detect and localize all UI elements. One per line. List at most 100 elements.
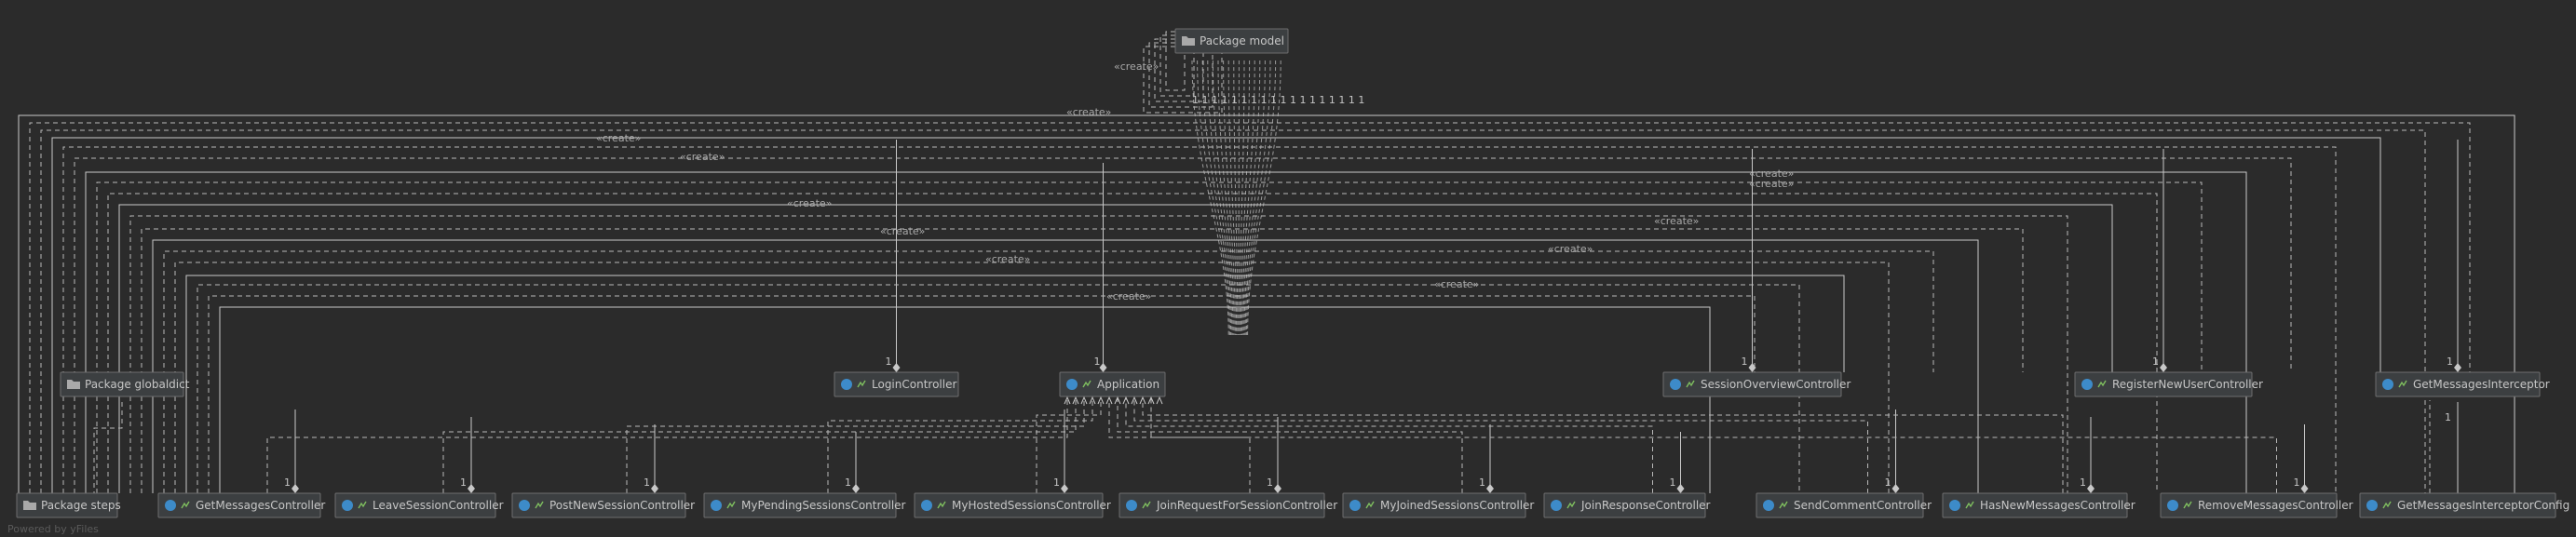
node-box: [1543, 492, 1706, 518]
spring-leaf-icon: [2398, 380, 2407, 388]
class-node-postnewsessioncontroller[interactable]: PostNewSessionController: [511, 492, 695, 518]
node-label: GetMessagesInterceptorConfig: [2397, 499, 2569, 512]
node-box: [2160, 492, 2338, 518]
node-box: [334, 492, 496, 518]
model-dependency-line: [1223, 60, 1236, 336]
create-stereotype-label: «create»: [596, 132, 641, 144]
composition-diamond-icon: [1676, 484, 1685, 493]
class-c-icon: [1949, 500, 1960, 511]
class-node-myjoinedsessionscontroller[interactable]: MyJoinedSessionsController: [1342, 492, 1534, 518]
arrowhead-icon: [1105, 396, 1113, 405]
class-node-getmessagescontroller[interactable]: GetMessagesController: [157, 492, 325, 518]
spring-leaf-icon: [358, 501, 367, 509]
multiplicity-label: 1: [2152, 356, 2159, 368]
model-dependency-line: [1242, 60, 1261, 336]
application-dependency-line: [1036, 396, 1102, 493]
spring-leaf-icon: [535, 501, 544, 509]
class-node-getmessagesinterceptor[interactable]: GetMessagesInterceptor: [2375, 371, 2550, 397]
create-stereotype-label: «create»: [1066, 106, 1111, 118]
spring-leaf-icon: [1566, 501, 1576, 509]
class-node-removemessagescontroller[interactable]: RemoveMessagesController: [2160, 492, 2353, 518]
spring-leaf-icon: [1082, 380, 1091, 388]
multiplicity-label: 1: [1885, 477, 1891, 489]
dependency-line: [118, 204, 2113, 493]
node-label: SessionOverviewController: [1701, 378, 1851, 391]
arrowhead-icon: [1156, 396, 1163, 405]
node-box: [2359, 492, 2556, 518]
dependency-line: [74, 157, 2292, 493]
composition-diamond-icon: [2300, 484, 2309, 493]
class-c-icon: [165, 500, 176, 511]
model-dependency-line: [1239, 60, 1245, 336]
class-c-icon: [1763, 500, 1774, 511]
class-node-myhostedsessionscontroller[interactable]: MyHostedSessionsController: [914, 492, 1111, 518]
node-label: Package steps: [41, 499, 121, 512]
composition-diamond-icon: [1099, 363, 1107, 372]
composition-diamond-icon: [651, 484, 658, 493]
class-node-sendcommentcontroller[interactable]: SendCommentController: [1756, 492, 1932, 518]
package-node-pkg-steps[interactable]: Package steps: [16, 492, 121, 518]
package-node-pkg-model[interactable]: Package model: [1174, 28, 1289, 54]
arrowhead-icon: [1147, 396, 1155, 405]
node-box: [1119, 492, 1325, 518]
create-stereotype-label: «create»: [1749, 178, 1794, 190]
dependency-line: [208, 295, 1756, 493]
application-dependency-line: [266, 396, 1068, 493]
class-node-hasnewmessagescontroller[interactable]: HasNewMessagesController: [1942, 492, 2135, 518]
class-c-icon: [2382, 379, 2393, 390]
multiplicity-label: 1: [2294, 477, 2300, 489]
node-label: MyPendingSessionsController: [741, 499, 906, 512]
create-stereotype-label: «create»: [1749, 168, 1794, 180]
dependency-line: [174, 262, 1890, 493]
node-label: JoinRequestForSessionController: [1156, 499, 1337, 512]
node-label: LoginController: [872, 378, 956, 391]
folder-icon: [67, 380, 80, 389]
composition-diamond-icon: [2160, 363, 2167, 372]
multiplicity-label: 1: [644, 477, 650, 489]
spring-leaf-icon: [2382, 501, 2392, 509]
class-node-joinresponsecontroller[interactable]: JoinResponseController: [1543, 492, 1711, 518]
composition-diamond-icon: [2087, 484, 2095, 493]
class-node-getmessagesinterceptorconfig[interactable]: GetMessagesInterceptorConfig: [2359, 492, 2569, 518]
dependency-line: [40, 129, 2426, 493]
class-node-mypendingsessionscontroller[interactable]: MyPendingSessionsController: [703, 492, 906, 518]
multiplicity-label: 1: [460, 477, 467, 489]
class-node-application[interactable]: Application: [1059, 371, 1166, 397]
spring-leaf-icon: [1965, 501, 1974, 509]
node-label: PostNewSessionController: [549, 499, 695, 512]
node-label: Package model: [1200, 34, 1284, 47]
class-c-icon: [342, 500, 353, 511]
node-label: HasNewMessagesController: [1980, 499, 2135, 512]
create-stereotype-label: «create»: [1106, 290, 1151, 302]
dependency-line: [197, 284, 1800, 493]
class-node-sessionoverviewcontroller[interactable]: SessionOverviewController: [1662, 371, 1851, 397]
application-dependency-line: [1117, 396, 1463, 493]
node-label: RemoveMessagesController: [2198, 499, 2353, 512]
class-node-leavesessioncontroller[interactable]: LeaveSessionController: [334, 492, 504, 518]
composition-diamond-icon: [1061, 484, 1068, 493]
arrowhead-icon: [1131, 396, 1138, 405]
globaldict-dependency: [93, 402, 123, 493]
edges-layer: [18, 31, 2515, 493]
package-node-pkg-globaldict[interactable]: Package globaldict: [60, 371, 190, 397]
model-dependency-line: [1233, 60, 1239, 336]
class-c-icon: [1349, 500, 1361, 511]
model-dependency-line: [1212, 60, 1234, 336]
dependency-line: [51, 137, 2381, 493]
model-dependency-line: [1217, 60, 1235, 336]
class-c-icon: [1126, 500, 1137, 511]
dependency-line: [141, 228, 2024, 493]
arrowhead-icon: [1139, 396, 1146, 405]
create-stereotype-label: «create»: [680, 151, 725, 163]
folder-icon: [1182, 36, 1195, 46]
multiplicity-label: 1: [284, 477, 291, 489]
class-node-registernewusercontroller[interactable]: RegisterNewUserController: [2074, 371, 2263, 397]
composition-diamond-icon: [291, 484, 299, 493]
class-node-joinrequestforsessioncontroller[interactable]: JoinRequestForSessionController: [1119, 492, 1337, 518]
application-dependency-line: [1142, 396, 2064, 493]
node-box: [834, 371, 959, 397]
spring-leaf-icon: [1686, 380, 1695, 388]
node-box: [2375, 371, 2541, 397]
class-node-logincontroller[interactable]: LoginController: [834, 371, 959, 397]
